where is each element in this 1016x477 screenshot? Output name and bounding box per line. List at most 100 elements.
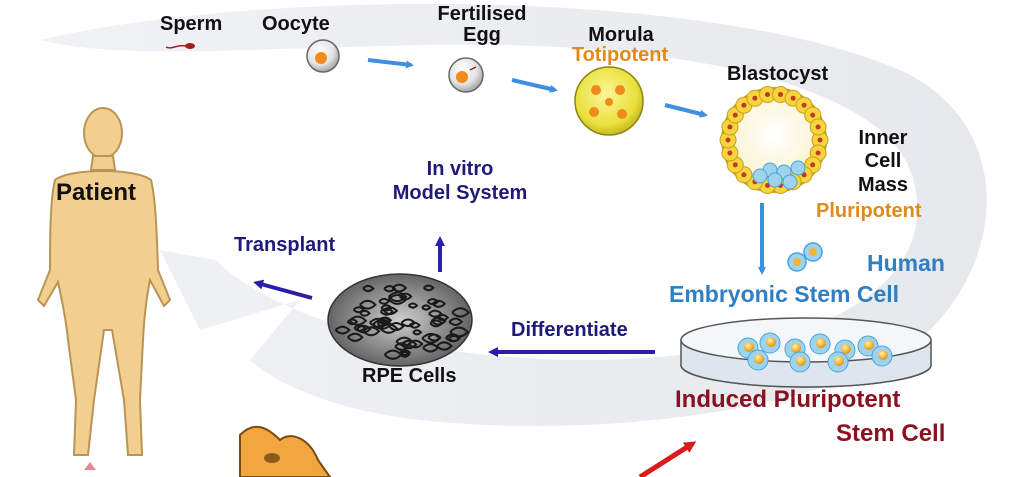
label-differentiate: Differentiate: [511, 319, 628, 341]
label-sperm: Sperm: [160, 13, 223, 35]
background-swoosh: [40, 3, 987, 426]
blastocyst-cell-nucleus: [801, 102, 807, 108]
rpe-cell-texture: [383, 285, 397, 293]
rpe-cell-texture: [436, 341, 453, 351]
rpe-cell-texture: [427, 333, 442, 342]
arrow-to-ipsc: [638, 441, 697, 477]
rpe-cell-texture: [430, 316, 447, 326]
dish-stem-cell-nucleus: [841, 344, 851, 354]
label-icm-line1: Inner: [858, 127, 908, 149]
label-oocyte: Oocyte: [262, 13, 330, 35]
rpe-cell-texture: [399, 349, 412, 356]
rpe-cell-texture: [448, 334, 461, 343]
dish-stem-cell-nucleus: [744, 342, 754, 352]
label-icm-line2: Cell: [864, 150, 902, 173]
label-rpe-cells: RPE Cells: [362, 365, 457, 387]
label-human: Human: [867, 250, 945, 276]
label-in-vitro-line1: In vitro: [426, 158, 494, 180]
label-fertilised-egg: Fertilised Egg: [422, 4, 542, 46]
rpe-cell-texture: [348, 315, 368, 326]
rpe-cell-texture: [400, 339, 418, 350]
label-in-vitro-line2: Model System: [392, 182, 528, 204]
blastocyst-cell-nucleus: [817, 137, 823, 143]
arrow-oocyte-to-egg: [367, 58, 414, 69]
rpe-cell-texture: [431, 299, 447, 308]
dish-stem-cell-nucleus: [754, 354, 764, 364]
dish-stem-cell-nucleus: [791, 343, 801, 353]
label-icm-line3: Mass: [857, 173, 909, 196]
rpe-cell-texture: [356, 324, 372, 334]
rpe-cell-texture: [399, 351, 411, 358]
rpe-cell-texture: [423, 284, 435, 292]
blastocyst-cell-nucleus: [752, 95, 758, 101]
blastocyst-cell-nucleus: [727, 150, 733, 156]
label-morula: Morula: [588, 24, 654, 46]
label-embryonic-stem-cell: Embryonic Stem Cell: [669, 281, 900, 307]
rpe-cell-texture: [451, 307, 471, 318]
petri-dish-icon: [680, 317, 932, 388]
rpe-cells-icon: [327, 273, 473, 367]
blastocyst-cell-nucleus: [741, 102, 747, 108]
dish-stem-cell-nucleus: [766, 337, 776, 347]
rpe-cell-texture: [378, 297, 391, 305]
blastocyst-cell-nucleus: [732, 162, 738, 168]
fertilised-egg-icon: [448, 57, 484, 93]
rpe-cell-texture: [377, 316, 392, 325]
rpe-cell-texture: [428, 309, 443, 318]
blastocyst-cell-nucleus: [815, 124, 821, 130]
rpe-cell-texture: [391, 283, 408, 293]
rpe-cell-texture: [334, 325, 351, 335]
label-pluripotent: Pluripotent: [816, 200, 922, 222]
rpe-cell-texture: [421, 304, 432, 311]
dish-stem-cell-nucleus: [796, 356, 806, 366]
inner-cell-mass-cell: [767, 172, 783, 188]
arrow-morula-to-blastocyst: [664, 103, 708, 118]
es-cell-cluster-icon: [787, 242, 823, 272]
blastocyst-cell-nucleus: [765, 92, 770, 97]
blastocyst-icon: [719, 86, 829, 194]
label-inner-cell-mass: Inner Cell Mass: [843, 127, 923, 197]
blastocyst-cell-nucleus: [815, 150, 821, 156]
blastocyst-cell-nucleus: [741, 172, 747, 178]
label-transplant: Transplant: [234, 234, 336, 256]
blastocyst-cell-nucleus: [727, 124, 733, 130]
dish-stem-cell-nucleus: [878, 350, 888, 360]
label-blastocyst: Blastocyst: [727, 63, 829, 85]
blastocyst-cell-nucleus: [765, 183, 770, 188]
rpe-cell-texture: [408, 321, 421, 329]
blastocyst-cell-nucleus: [725, 137, 731, 143]
oocyte-icon: [306, 39, 340, 73]
rpe-cell-texture: [347, 332, 364, 342]
inner-cell-mass-cell: [790, 160, 806, 176]
blastocyst-cell-nucleus: [778, 92, 783, 97]
arrow-transplant: [253, 279, 313, 300]
fibroblast-cell-icon: [239, 425, 332, 477]
rpe-cell-texture: [407, 302, 419, 309]
inner-cell-mass-cell: [782, 174, 798, 190]
label-induced-pluripotent: Induced Pluripotent: [675, 386, 901, 413]
dish-stem-cell-nucleus: [834, 356, 844, 366]
rpe-cell-texture: [379, 307, 395, 316]
rpe-cell-texture: [359, 299, 377, 310]
rpe-cell-texture: [359, 309, 371, 317]
label-totipotent: Totipotent: [571, 44, 669, 66]
rpe-cell-texture: [383, 349, 403, 360]
morula-icon: [574, 66, 644, 136]
rpe-cell-texture: [352, 306, 365, 314]
inner-cell-mass-cell: [752, 168, 768, 184]
label-stem-cell: Stem Cell: [836, 420, 946, 447]
dish-stem-cell-nucleus: [816, 338, 826, 348]
rpe-cell-texture: [395, 336, 414, 347]
blastocyst-cell-nucleus: [790, 95, 796, 101]
blastocyst-cell-nucleus: [732, 112, 738, 118]
dish-stem-cell-nucleus: [864, 340, 874, 350]
rpe-cell-texture: [448, 317, 464, 326]
rpe-cell-texture: [387, 291, 408, 303]
blastocyst-cell-nucleus: [810, 112, 816, 118]
rpe-cell-texture: [388, 322, 405, 331]
label-in-vitro-model: In vitro Model System: [360, 157, 560, 205]
sperm-icon: [165, 43, 195, 49]
label-fertilised-egg-line2: Egg: [463, 24, 501, 46]
